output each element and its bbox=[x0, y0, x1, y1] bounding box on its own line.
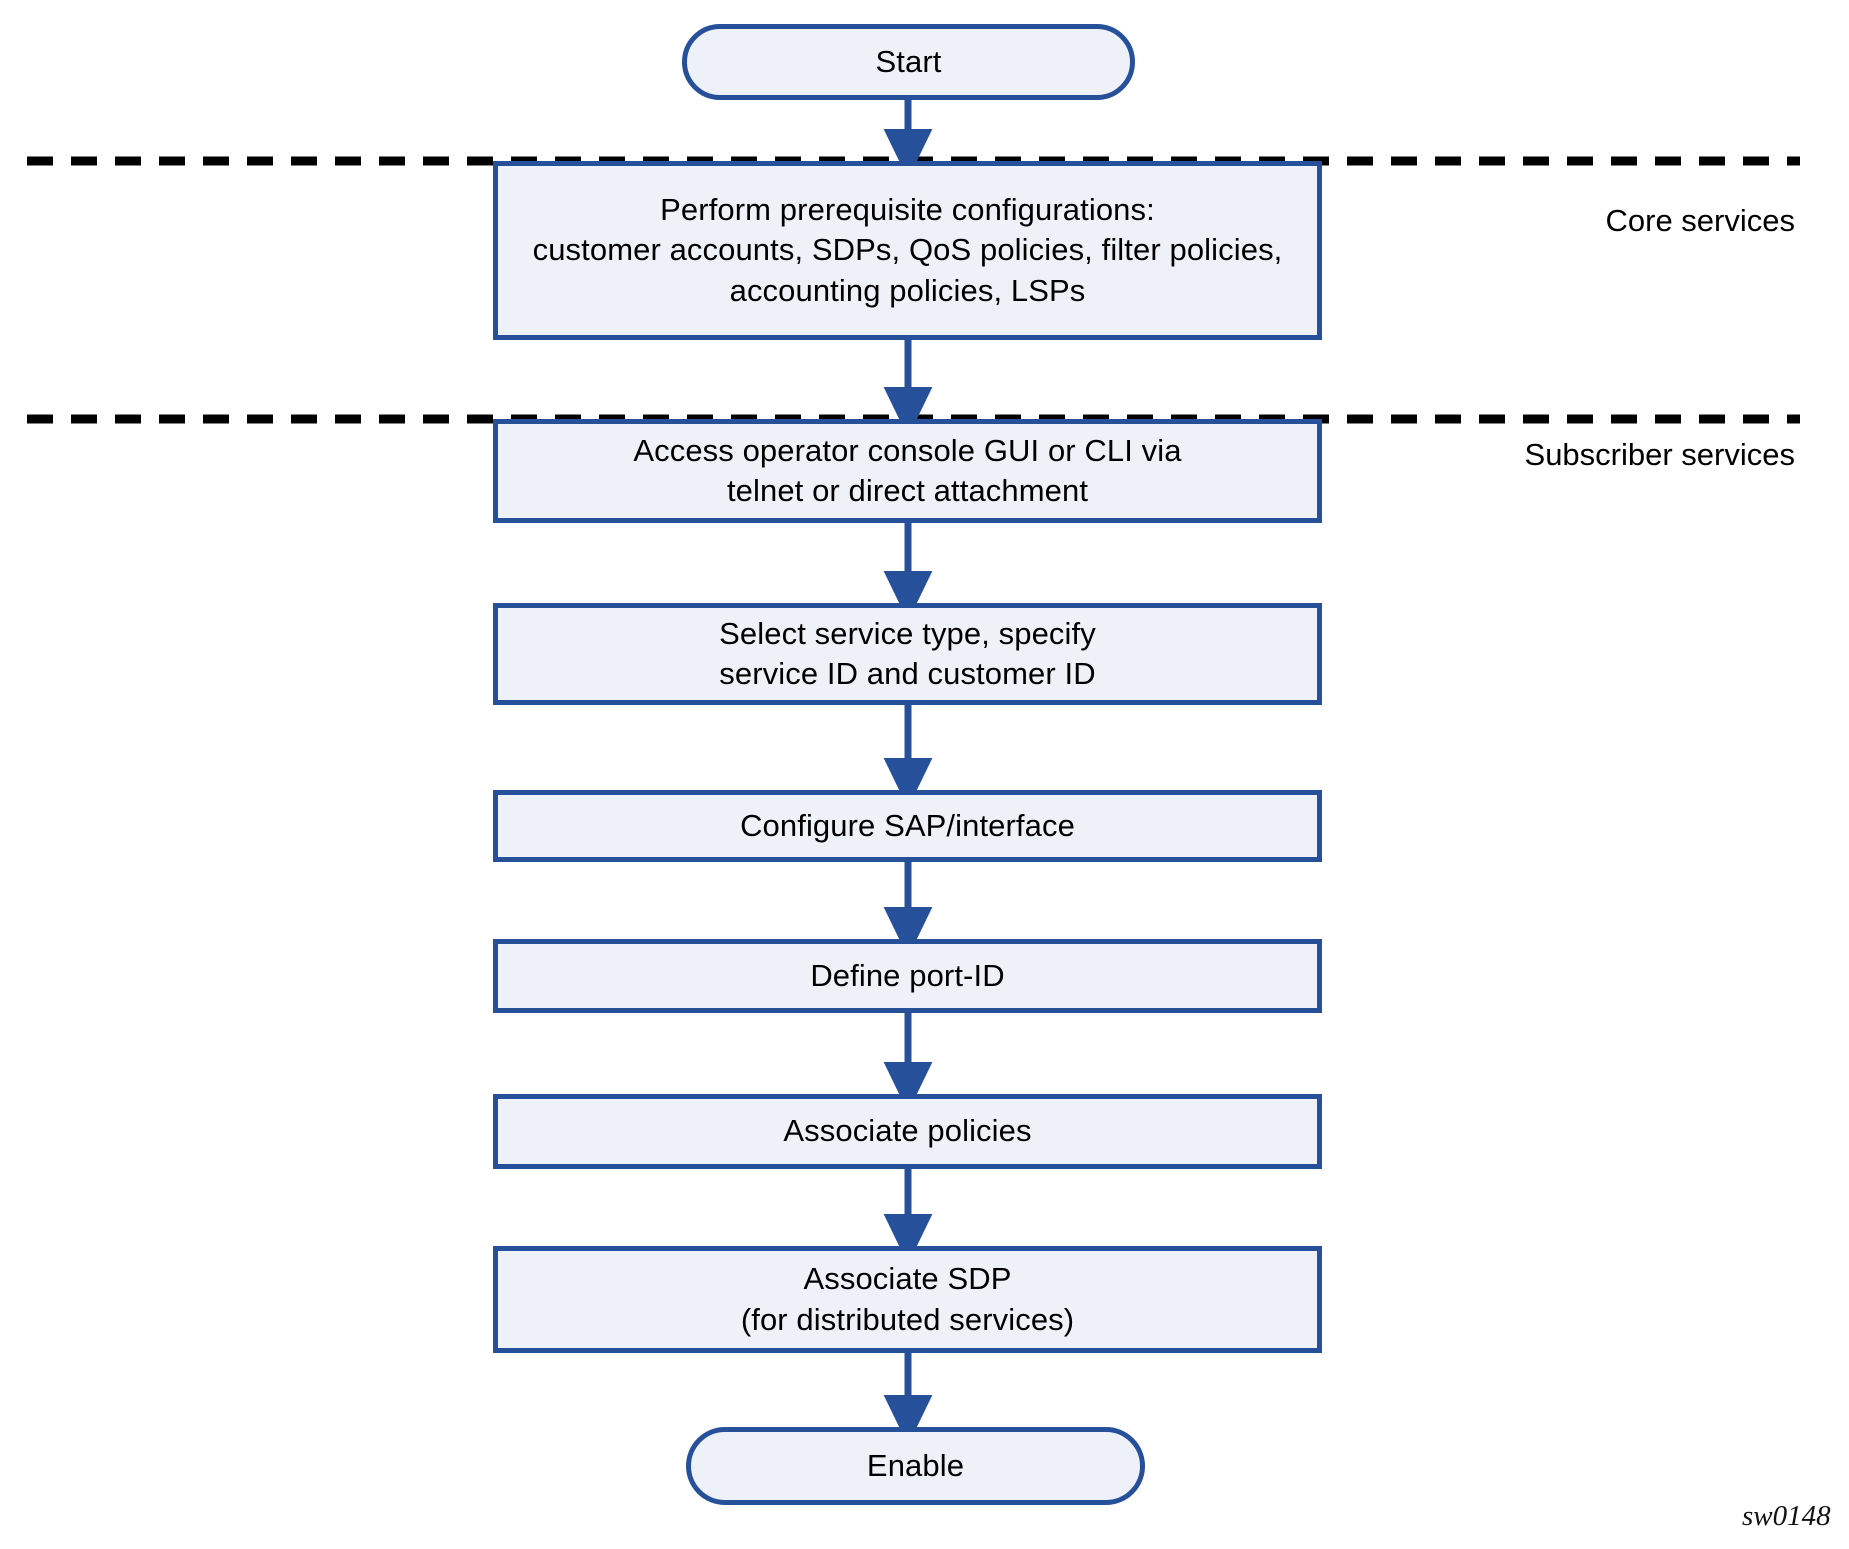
node-associate-policies-label: Associate policies bbox=[783, 1113, 1032, 1149]
node-enable-label: Enable bbox=[866, 1447, 965, 1483]
node-start-label: Start bbox=[875, 43, 942, 79]
node-associate-sdp-label: Associate SDP(for distributed services) bbox=[740, 1261, 1075, 1337]
node-define-port-id-label: Define port-ID bbox=[810, 957, 1005, 993]
node-prerequisites[interactable]: Perform prerequisite configurations:cust… bbox=[493, 161, 1322, 340]
node-associate-policies[interactable]: Associate policies bbox=[493, 1094, 1322, 1169]
node-enable[interactable]: Enable bbox=[686, 1427, 1145, 1505]
node-prerequisites-label: Perform prerequisite configurations:cust… bbox=[532, 192, 1283, 308]
node-associate-sdp[interactable]: Associate SDP(for distributed services) bbox=[493, 1246, 1322, 1353]
figure-id-label: sw0148 bbox=[1742, 1500, 1831, 1532]
node-configure-sap[interactable]: Configure SAP/interface bbox=[493, 790, 1322, 862]
node-start[interactable]: Start bbox=[682, 24, 1135, 100]
swimlane-label-core-services: Core services bbox=[1605, 203, 1796, 238]
node-configure-sap-label: Configure SAP/interface bbox=[740, 807, 1075, 843]
swimlane-label-subscriber-services: Subscriber services bbox=[1524, 437, 1795, 472]
node-define-port-id[interactable]: Define port-ID bbox=[493, 939, 1322, 1013]
